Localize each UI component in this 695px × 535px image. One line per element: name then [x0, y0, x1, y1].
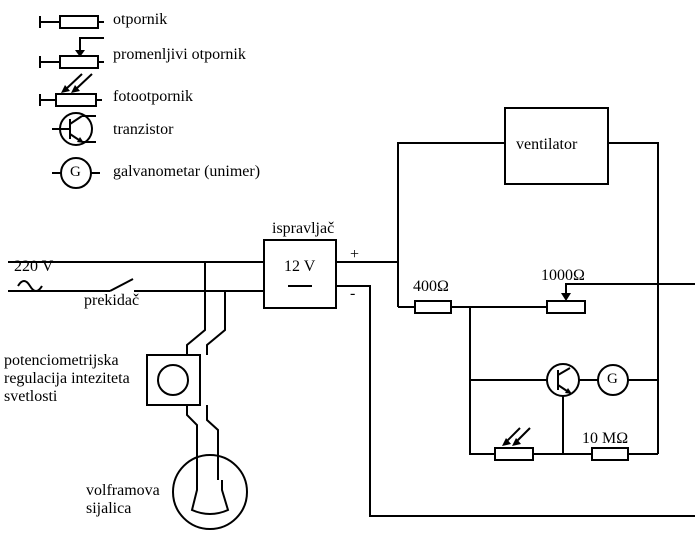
legend-label-variable-resistor: promenljivi otpornik: [113, 46, 246, 63]
lamp-bulb: [172, 454, 248, 530]
rectifier-voltage: 12 V: [284, 258, 316, 275]
legend-label-galvanometer: galvanometar (unimer): [113, 163, 261, 180]
wire-left-branch: [469, 307, 495, 455]
photo-arrowhead-2: [512, 438, 521, 446]
rectifier-title: ispravljač: [272, 220, 335, 237]
transistor: [546, 363, 580, 397]
resistor-1000: [546, 300, 586, 314]
fan-label: ventilator: [516, 136, 578, 153]
ac-source: [17, 280, 43, 292]
transistor-collector: [557, 367, 571, 376]
legend-resistor-symbol: [39, 15, 104, 29]
potentiometer-knob[interactable]: [157, 364, 189, 396]
photo-arrowhead-1: [502, 438, 511, 446]
legend-label-resistor: otpornik: [113, 11, 168, 28]
resistor-10m-label: 10 MΩ: [582, 430, 629, 447]
fan-box: [504, 107, 609, 185]
rectifier-box: [263, 239, 337, 309]
legend-label-transistor: tranzistor: [113, 121, 174, 138]
switch-label: prekidač: [84, 292, 140, 309]
minus-terminal: -: [350, 285, 356, 302]
wire-fan-left: [397, 142, 505, 262]
wire-lamp-down-left: [186, 405, 198, 480]
galvanometer-label: G: [607, 371, 618, 387]
wire-minus-out: [336, 285, 695, 517]
transistor-arrow: [565, 388, 572, 394]
lamp-label: volframova sijalica: [86, 482, 160, 517]
wire-lamp-left: [186, 262, 206, 355]
photo-arrow-1: [505, 427, 521, 443]
potentiometer-label: potenciometrijska regulacija inteziteta …: [4, 352, 130, 405]
wire-lamp-right: [206, 291, 226, 355]
legend-photoresistor-symbol: [39, 73, 102, 107]
wire-fan-right: [608, 142, 659, 454]
voltage-in-label: 220 V: [14, 258, 54, 275]
plus-terminal: +: [350, 246, 360, 263]
photo-arrow-2: [515, 427, 531, 443]
resistor-1000-label: 1000Ω: [541, 267, 585, 284]
resistor-400: [414, 300, 452, 314]
legend-g-symbol: G: [70, 164, 81, 180]
wire-r1000-wiper: [565, 283, 695, 295]
wire-lamp-down-right: [206, 405, 219, 480]
photoresistor: [494, 447, 534, 461]
switch-lever[interactable]: [109, 278, 134, 292]
legend-variable-resistor-symbol: [39, 37, 104, 69]
resistor-400-label: 400Ω: [413, 278, 449, 295]
legend-label-photoresistor: fotootpornik: [113, 88, 193, 105]
legend-transistor-symbol: [52, 112, 96, 146]
lamp-filament: [190, 480, 230, 515]
legend-galvanometer-symbol: [52, 157, 100, 189]
resistor-1000-arrow: [561, 293, 571, 301]
resistor-10m: [591, 447, 629, 461]
